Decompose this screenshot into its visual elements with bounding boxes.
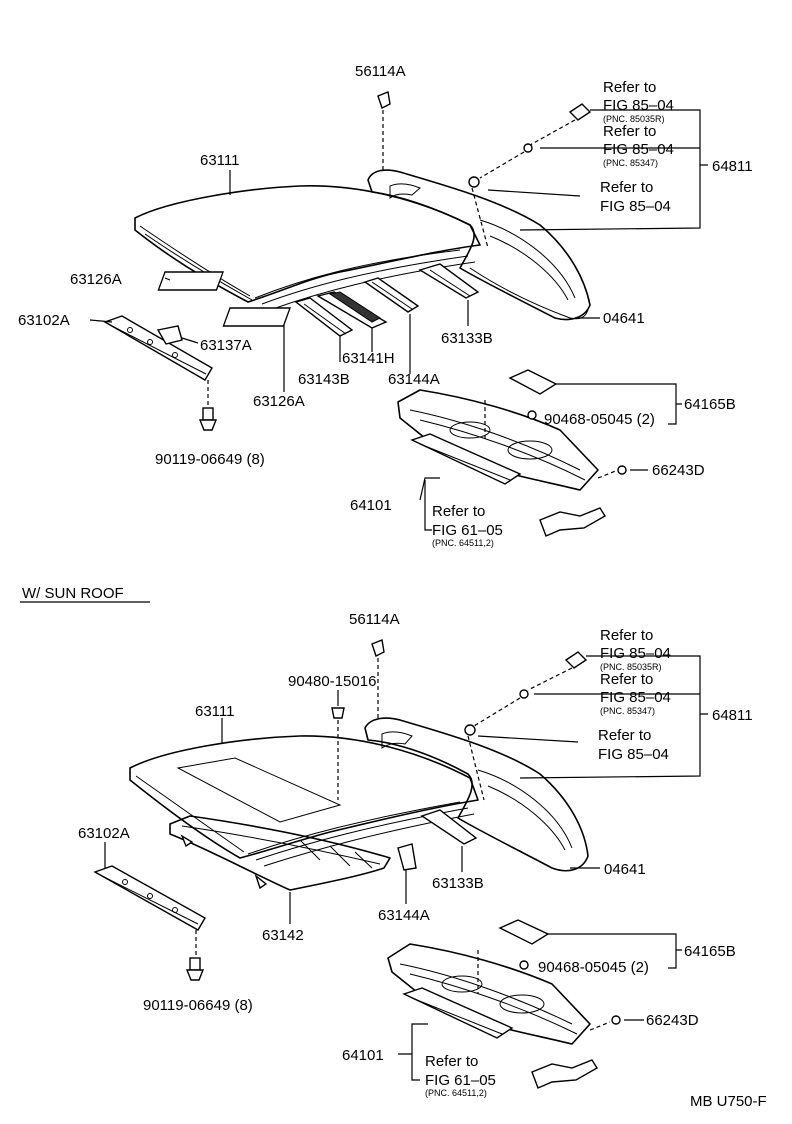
fasteners-lower-part <box>464 651 588 801</box>
label-64101-lower: 64101 <box>342 1047 384 1064</box>
ref3-line2: FIG 85–04 <box>600 198 671 215</box>
label-90468: 90468-05045 (2) <box>544 411 655 428</box>
ref4-lower-line3: (PNC. 64511,2) <box>425 1088 487 1098</box>
ref2-line1: Refer to <box>603 123 656 140</box>
clip-56114a-part <box>377 91 391 172</box>
label-04641-lower: 04641 <box>604 861 646 878</box>
bolt-90119-lower-part <box>185 930 205 981</box>
label-90119: 90119-06649 (8) <box>155 451 265 468</box>
strip-63133b-part <box>420 809 478 845</box>
top-leaders <box>89 109 708 531</box>
label-64165b-lower: 64165B <box>684 943 736 960</box>
label-63111: 63111 <box>200 152 240 169</box>
top-section: 56114A 63111 63126A 63102A 63137A 63143B… <box>18 63 753 548</box>
label-64165b: 64165B <box>684 396 736 413</box>
bracket-63102a-part <box>103 315 213 381</box>
ref2-line2: FIG 85–04 <box>603 141 674 158</box>
pad-63126a-upper-part <box>157 271 224 291</box>
bottom-leaders <box>104 655 708 1081</box>
label-63133b: 63133B <box>441 330 493 347</box>
ref2-lower-line1: Refer to <box>600 671 653 688</box>
label-63126a-upper: 63126A <box>70 271 122 288</box>
label-64811: 64811 <box>712 158 753 175</box>
label-63141h: 63141H <box>342 350 395 367</box>
ref1-line1: Refer to <box>603 79 656 96</box>
headliner-sunroof-63111-part <box>129 735 479 867</box>
bolt-90119-part <box>198 380 218 431</box>
label-66243d-lower: 66243D <box>646 1012 699 1029</box>
label-56114a: 56114A <box>355 63 406 80</box>
sunroof-frame-63142-part <box>169 815 417 891</box>
ref4-lower-line2: FIG 61–05 <box>425 1072 496 1089</box>
fasteners-top-part <box>468 103 592 249</box>
ref3-line1: Refer to <box>600 179 653 196</box>
footer-code: MB U750-F <box>690 1093 767 1110</box>
label-63102a: 63102A <box>18 312 70 329</box>
ref2-lower-line3: (PNC. 85347) <box>600 706 655 716</box>
label-63144a: 63144A <box>388 371 440 388</box>
label-63102a-lower: 63102A <box>78 825 130 842</box>
label-63111-lower: 63111 <box>195 703 235 720</box>
label-04641: 04641 <box>603 310 645 327</box>
label-63142: 63142 <box>262 927 304 944</box>
ref4-lower-line1: Refer to <box>425 1053 478 1070</box>
section-header-sun-roof: W/ SUN ROOF <box>22 585 124 602</box>
ref2-lower-line2: FIG 85–04 <box>600 689 671 706</box>
label-90468-lower: 90468-05045 (2) <box>538 959 649 976</box>
label-63133b-lower: 63133B <box>432 875 484 892</box>
bracket-63102a-lower-part <box>93 865 206 931</box>
pad-63126a-lower-part <box>222 307 291 327</box>
ref1-lower-line2: FIG 85–04 <box>600 645 671 662</box>
label-63143b: 63143B <box>298 371 350 388</box>
rear-panel-04641-lower-part <box>364 717 589 872</box>
label-66243d: 66243D <box>652 462 705 479</box>
package-tray-64101-part <box>397 369 627 537</box>
ref1-line3: (PNC. 85035R) <box>603 114 665 124</box>
label-63144a-lower: 63144A <box>378 907 430 924</box>
ref4-line2: FIG 61–05 <box>432 522 503 539</box>
ref1-lower-line3: (PNC. 85035R) <box>600 662 662 672</box>
ref1-line2: FIG 85–04 <box>603 97 674 114</box>
ref3-lower-line1: Refer to <box>598 727 651 744</box>
headliner-63111-part <box>134 185 481 311</box>
ref2-line3: (PNC. 85347) <box>603 158 658 168</box>
label-90119-lower: 90119-06649 (8) <box>143 997 253 1014</box>
roof-bows-part <box>294 263 480 337</box>
ref3-lower-line2: FIG 85–04 <box>598 746 669 763</box>
bottom-section: 56114A 90480-15016 63111 63102A 63142 63… <box>78 611 753 1098</box>
label-63126a-lower: 63126A <box>253 393 305 410</box>
label-64811-lower: 64811 <box>712 707 753 724</box>
ref4-line3: (PNC. 64511,2) <box>432 538 494 548</box>
label-64101: 64101 <box>350 497 392 514</box>
label-90480: 90480-15016 <box>288 673 376 690</box>
ref1-lower-line1: Refer to <box>600 627 653 644</box>
ref4-line1: Refer to <box>432 503 485 520</box>
label-63137a: 63137A <box>200 337 252 354</box>
clips-lower-part <box>331 639 385 800</box>
label-56114a-lower: 56114A <box>349 611 400 628</box>
package-tray-64101-lower-part <box>387 919 621 1089</box>
